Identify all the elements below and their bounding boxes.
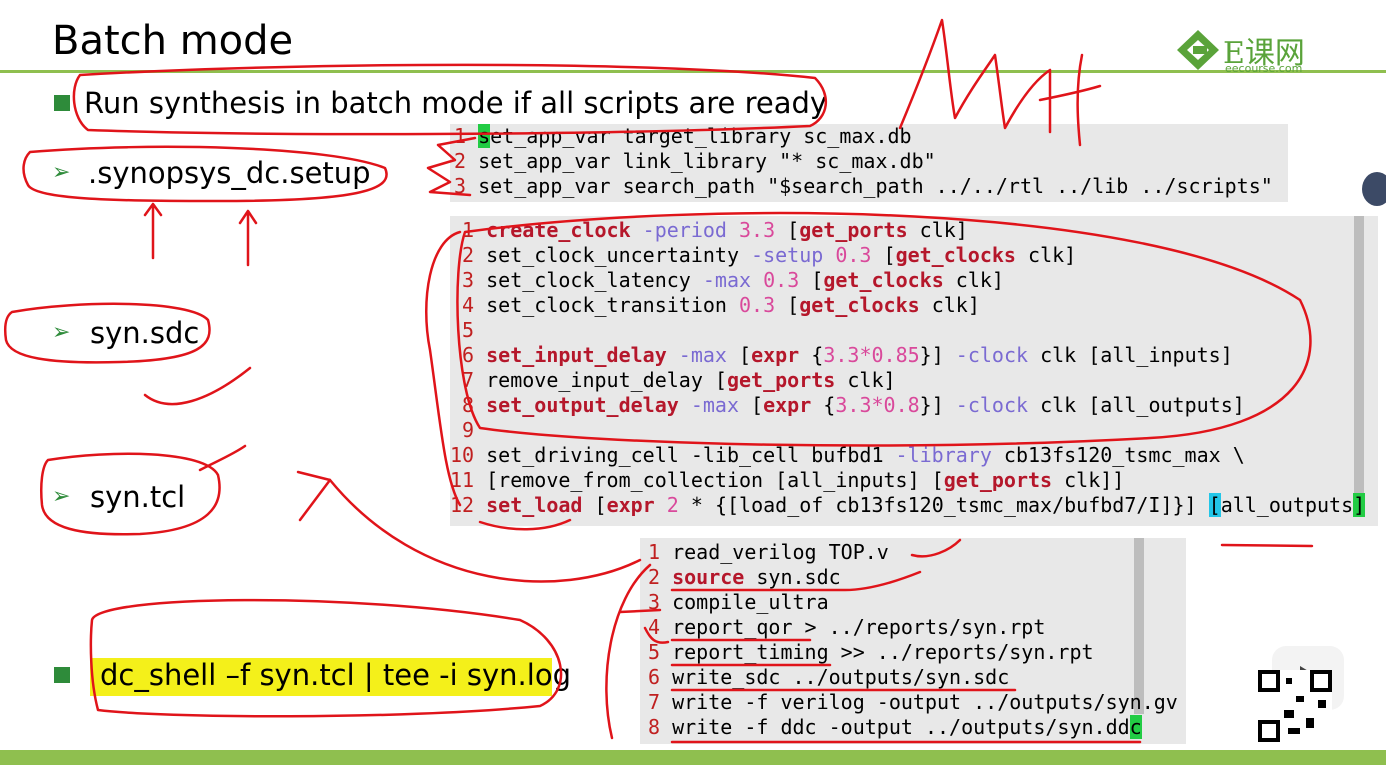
code-line: 3 compile_ultra: [648, 590, 829, 614]
code-line: 8 set_output_delay -max [expr {3.3*0.8}]…: [462, 393, 1245, 417]
code-line: 11 [remove_from_collection [all_inputs] …: [450, 468, 1125, 492]
code-line: 1 read_verilog TOP.v: [648, 540, 889, 564]
page-title: Batch mode: [52, 18, 294, 64]
code-line: 12 set_load [expr 2 * {[load_of cb13fs12…: [450, 493, 1366, 517]
code-line: 5: [462, 318, 475, 342]
code-line: 4 report_qor > ../reports/syn.rpt: [648, 615, 1046, 639]
code-line: 8 write -f ddc -output ../outputs/syn.dd…: [648, 715, 1142, 739]
code-line: 7 remove_input_delay [get_ports clk]: [462, 368, 896, 392]
scrollbar[interactable]: [1134, 538, 1144, 714]
code-line: 1 create_clock -period 3.3 [get_ports cl…: [462, 218, 968, 242]
bullet-batch-mode: Run synthesis in batch mode if all scrip…: [84, 86, 828, 120]
code-line: 6 set_input_delay -max [expr {3.3*0.85}]…: [462, 343, 1233, 367]
code-line: 10 set_driving_cell -lib_cell bufbd1 -li…: [450, 443, 1245, 467]
code-line: 9: [462, 418, 475, 442]
bullet-arrow-icon: ➢: [52, 484, 71, 509]
logo-diamond-icon: [1177, 30, 1219, 70]
code-line: 7 write -f verilog -output ../outputs/sy…: [648, 690, 1178, 714]
code-line: 3 set_app_var search_path "$search_path …: [454, 174, 1273, 198]
bullet-tcl: syn.tcl: [90, 480, 186, 514]
logo-text: E课网: [1223, 36, 1305, 71]
code-line: 6 write_sdc ../outputs/syn.sdc: [648, 665, 1010, 689]
code-line: 1 set_app_var target_library sc_max.db: [454, 124, 912, 148]
side-menu-icon[interactable]: [1362, 172, 1386, 206]
code-line: 2 set_app_var link_library "* sc_max.db": [454, 149, 936, 173]
code-line: 2 set_clock_uncertainty -setup 0.3 [get_…: [462, 243, 1077, 267]
scrollbar[interactable]: [1354, 216, 1364, 506]
bullet-sdc: syn.sdc: [90, 316, 200, 350]
bullet-dc-shell-command: dc_shell –f syn.tcl | tee -i syn.log: [100, 658, 571, 692]
bullet-arrow-icon: ➢: [52, 320, 71, 345]
qr-code-icon: [1258, 670, 1332, 742]
setup-code-block: 1 set_app_var target_library sc_max.db 2…: [450, 124, 1288, 202]
bullet-arrow-icon: ➢: [52, 160, 71, 185]
bullet-square-icon: [54, 95, 70, 111]
footer-bar: [0, 750, 1386, 765]
eecourse-logo: E课网 eecourse.com: [1175, 28, 1335, 75]
bullet-setup: .synopsys_dc.setup: [88, 156, 371, 190]
sdc-code-block: 1 create_clock -period 3.3 [get_ports cl…: [450, 216, 1378, 526]
bullet-square-icon: [54, 667, 70, 683]
tcl-code-block: 1 read_verilog TOP.v 2 source syn.sdc 3 …: [640, 538, 1186, 744]
code-line: 5 report_timing >> ../reports/syn.rpt: [648, 640, 1094, 664]
code-line: 2 source syn.sdc: [648, 565, 841, 589]
code-line: 4 set_clock_transition 0.3 [get_clocks c…: [462, 293, 980, 317]
logo-url: eecourse.com: [1225, 62, 1303, 75]
code-line: 3 set_clock_latency -max 0.3 [get_clocks…: [462, 268, 1004, 292]
